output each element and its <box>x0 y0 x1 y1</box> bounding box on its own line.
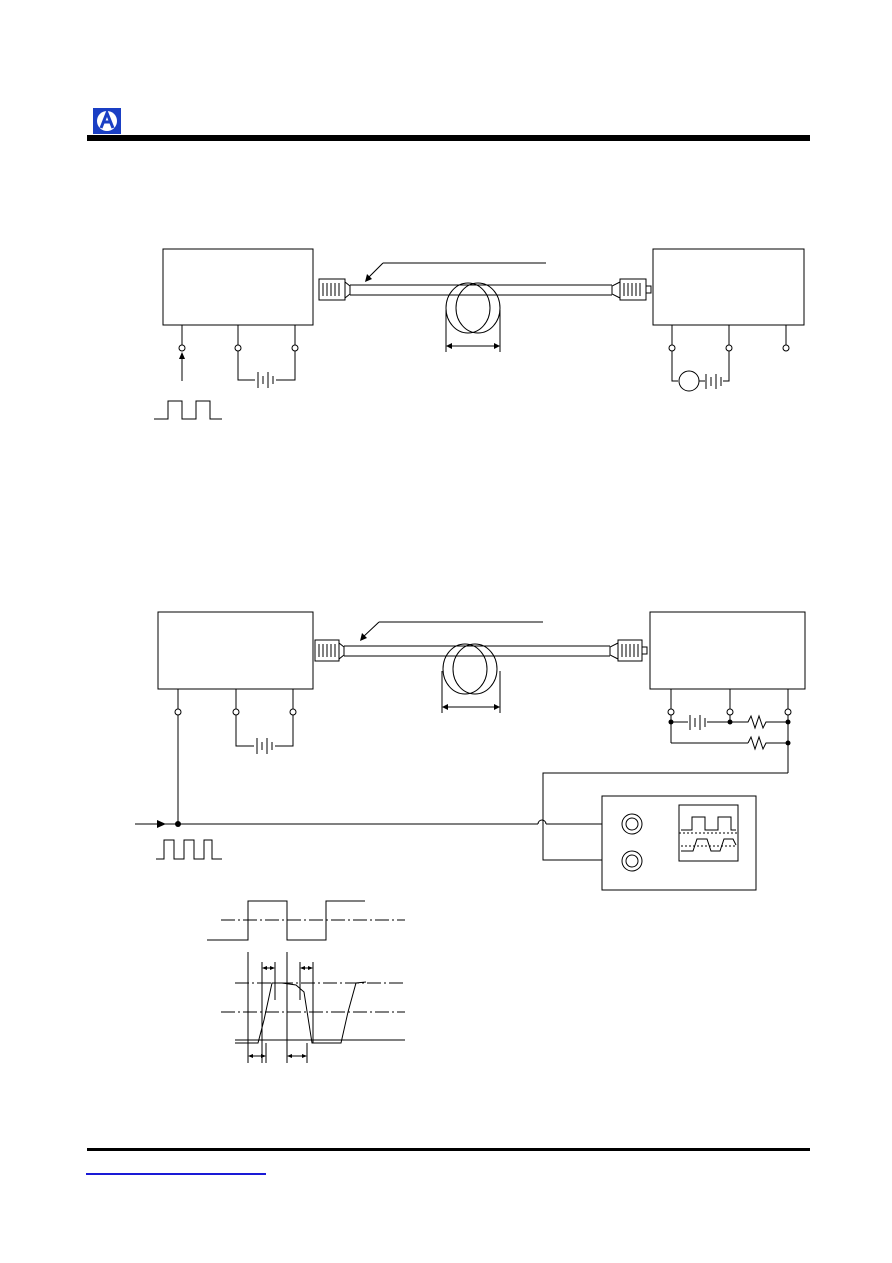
company-logo-icon <box>93 108 121 134</box>
test-circuit-2 <box>135 611 806 891</box>
rx-connector-1-icon <box>611 278 652 301</box>
battery-3-icon <box>256 738 273 754</box>
input-pulse-2-icon <box>156 839 222 860</box>
resistor-2-icon <box>747 735 788 751</box>
battery-2-icon <box>705 374 722 389</box>
receiver-module-1 <box>652 248 805 326</box>
header-rule <box>87 135 810 141</box>
timing-diagram <box>207 900 405 1063</box>
rx-connector-2-icon <box>609 639 648 662</box>
scope-channel-2-input-icon <box>621 850 643 872</box>
test-circuit-1 <box>154 248 805 420</box>
input-pulse-1-icon <box>154 400 222 420</box>
transmitter-module-1 <box>162 248 314 326</box>
transmitter-module-2 <box>157 611 314 690</box>
footer-rule <box>87 1148 810 1151</box>
fiber-coil-2-icon <box>442 643 498 695</box>
tx-connector-1-icon <box>318 278 351 301</box>
footer-link-underline[interactable] <box>86 1173 266 1175</box>
receiver-module-2 <box>649 611 806 690</box>
scope-channel-1-input-icon <box>621 813 643 835</box>
battery-4-icon <box>689 715 706 730</box>
fiber-coil-1-icon <box>445 282 501 334</box>
meter-icon <box>678 370 700 392</box>
resistor-1-icon <box>730 714 786 730</box>
battery-1-icon <box>257 372 274 388</box>
tx-connector-2-icon <box>314 639 345 662</box>
